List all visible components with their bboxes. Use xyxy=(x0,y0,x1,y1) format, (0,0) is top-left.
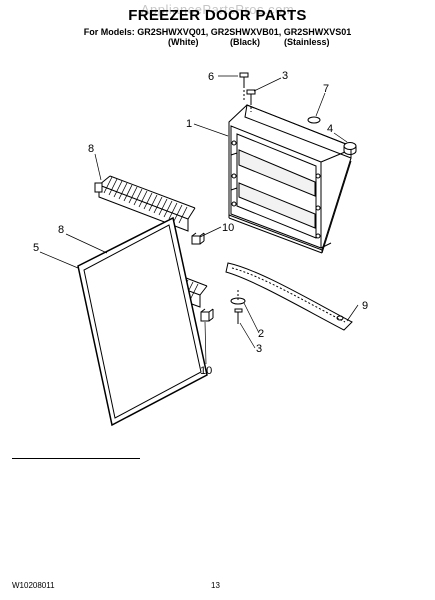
gasket-part-5 xyxy=(77,216,208,427)
page-title: FREEZER DOOR PARTS xyxy=(128,7,307,24)
footer-rule xyxy=(12,458,140,459)
handle-part-9 xyxy=(225,262,353,331)
callout-10-upper: 10 xyxy=(222,222,234,234)
plug-part-7 xyxy=(307,116,321,124)
clip-part-10-lower xyxy=(200,308,214,322)
callout-8-upper: 8 xyxy=(88,143,94,155)
callout-2: 2 xyxy=(258,328,264,340)
callout-1: 1 xyxy=(186,118,192,130)
leader-lines xyxy=(39,75,359,365)
screw-part-3-top xyxy=(246,89,256,112)
variant-white: (White) xyxy=(168,37,199,47)
clip-part-10-upper xyxy=(191,232,205,245)
shelf-bin-part-8-upper xyxy=(94,175,196,232)
callout-8-lower: 8 xyxy=(58,224,64,236)
document-number: W10208011 xyxy=(12,581,55,590)
screw-part-6 xyxy=(239,72,249,100)
door-liner-part-1 xyxy=(228,104,352,254)
bracket-part-2 xyxy=(230,290,246,305)
page-number: 13 xyxy=(211,581,220,590)
callout-10-lower: 10 xyxy=(200,365,212,377)
callout-5: 5 xyxy=(33,242,39,254)
cap-part-4 xyxy=(343,142,357,155)
callout-4: 4 xyxy=(327,123,333,135)
screw-part-3-lower xyxy=(234,308,243,324)
variant-stainless: (Stainless) xyxy=(284,37,330,47)
watermark: AppliancePartsPros.com xyxy=(140,2,295,17)
callout-3-lower: 3 xyxy=(256,343,262,355)
callout-6: 6 xyxy=(208,71,214,83)
callout-7: 7 xyxy=(323,83,329,95)
models-line: For Models: GR2SHWXVQ01, GR2SHWXVB01, GR… xyxy=(83,27,352,37)
callout-3-top: 3 xyxy=(282,70,288,82)
variant-black: (Black) xyxy=(230,37,261,47)
callout-9: 9 xyxy=(362,300,368,312)
